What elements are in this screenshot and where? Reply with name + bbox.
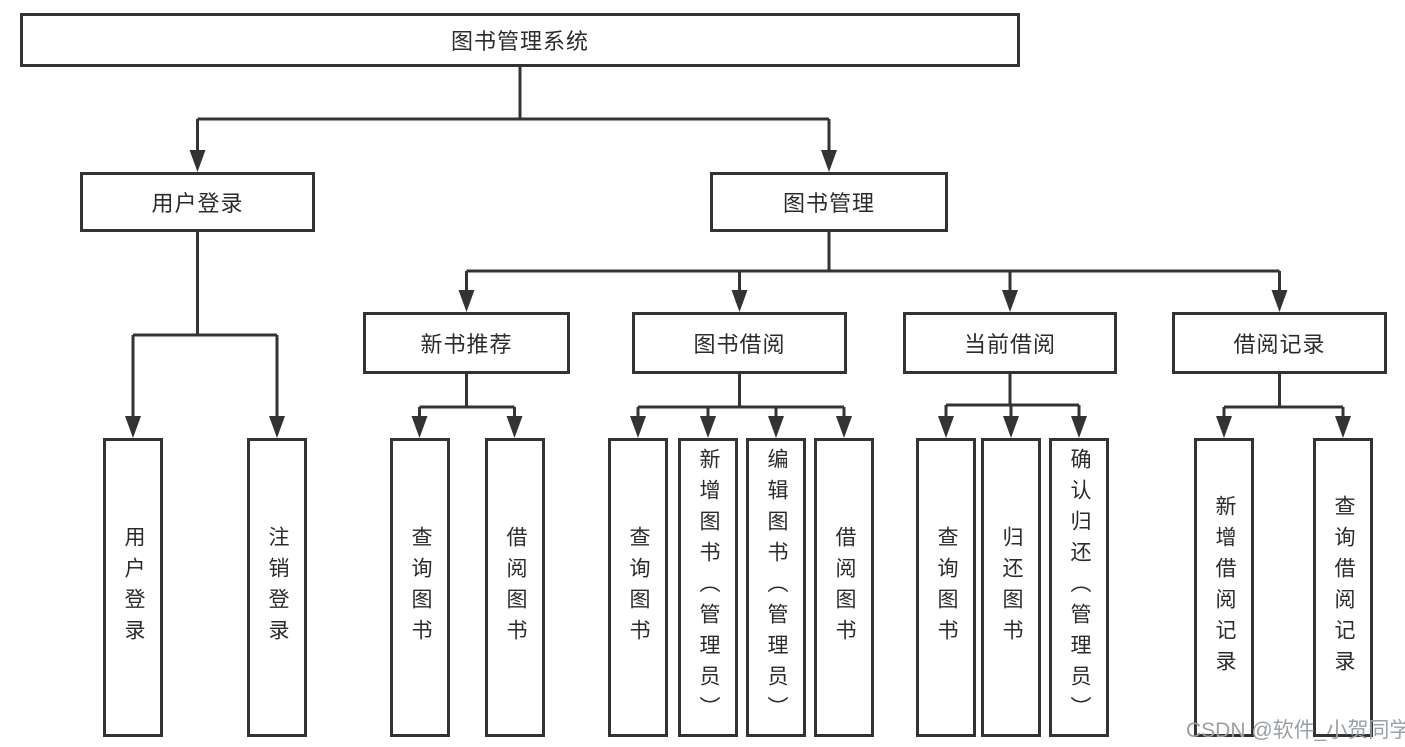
watermark: CSDN @软件_小贺同学 bbox=[1186, 719, 1405, 742]
leaf-user-login-label: 用户登录 bbox=[122, 525, 145, 650]
node-book-management-label: 图书管理 bbox=[782, 191, 875, 216]
connector-book-management-children bbox=[458, 232, 1288, 312]
connector-borrow-records-children bbox=[1216, 374, 1351, 438]
connector-current-borrow-children bbox=[938, 374, 1087, 438]
leaf-borrow-books-borrow: 借阅图书 bbox=[814, 438, 874, 737]
node-book-borrow: 图书借阅 bbox=[632, 312, 847, 374]
leaf-query-books-borrow-label: 查询图书 bbox=[627, 525, 650, 650]
leaf-query-books-current-label: 查询图书 bbox=[935, 525, 958, 650]
leaf-logout: 注销登录 bbox=[247, 438, 307, 737]
leaf-borrow-books-borrow-label: 借阅图书 bbox=[833, 525, 856, 650]
node-new-book-recommend: 新书推荐 bbox=[363, 312, 570, 374]
leaf-query-books-borrow: 查询图书 bbox=[608, 438, 668, 737]
leaf-add-borrow-record: 新增借阅记录 bbox=[1194, 438, 1254, 737]
leaf-query-books-recommend-label: 查询图书 bbox=[409, 525, 432, 650]
node-borrow-records: 借阅记录 bbox=[1172, 312, 1387, 374]
node-book-borrow-label: 图书借阅 bbox=[693, 332, 786, 357]
leaf-query-books-current: 查询图书 bbox=[916, 438, 976, 737]
node-root-label: 图书管理系统 bbox=[450, 29, 589, 54]
node-user-login-label: 用户登录 bbox=[151, 191, 244, 216]
node-current-borrow-label: 当前借阅 bbox=[963, 332, 1056, 357]
node-user-login: 用户登录 bbox=[80, 172, 315, 232]
leaf-add-borrow-record-label: 新增借阅记录 bbox=[1213, 494, 1236, 681]
node-new-book-recommend-label: 新书推荐 bbox=[420, 332, 513, 357]
leaf-borrow-books-recommend-label: 借阅图书 bbox=[504, 525, 527, 650]
leaf-add-book-admin: 新增图书（管理员） bbox=[678, 438, 738, 737]
leaf-query-borrow-record: 查询借阅记录 bbox=[1313, 438, 1373, 737]
leaf-add-book-admin-label: 新增图书（管理员） bbox=[697, 448, 720, 727]
leaf-edit-book-admin: 编辑图书（管理员） bbox=[746, 438, 806, 737]
leaf-user-login: 用户登录 bbox=[103, 438, 163, 737]
leaf-logout-label: 注销登录 bbox=[266, 525, 289, 650]
node-borrow-records-label: 借阅记录 bbox=[1233, 332, 1326, 357]
leaf-borrow-books-recommend: 借阅图书 bbox=[485, 438, 545, 737]
leaf-confirm-return-admin: 确认归还（管理员） bbox=[1049, 438, 1109, 737]
leaf-return-books: 归还图书 bbox=[981, 438, 1041, 737]
connector-new-book-recommend-children bbox=[411, 374, 523, 438]
node-book-management: 图书管理 bbox=[710, 172, 948, 232]
leaf-confirm-return-admin-label: 确认归还（管理员） bbox=[1068, 448, 1091, 727]
node-current-borrow: 当前借阅 bbox=[903, 312, 1117, 374]
leaf-edit-book-admin-label: 编辑图书（管理员） bbox=[765, 448, 788, 727]
leaf-return-books-label: 归还图书 bbox=[1000, 525, 1023, 650]
node-root: 图书管理系统 bbox=[20, 13, 1020, 67]
leaf-query-books-recommend: 查询图书 bbox=[390, 438, 450, 737]
connector-user-login-children bbox=[125, 232, 285, 438]
connector-root-to-level2 bbox=[189, 67, 837, 172]
leaf-query-borrow-record-label: 查询借阅记录 bbox=[1332, 494, 1355, 681]
connector-book-borrow-children bbox=[630, 374, 852, 438]
